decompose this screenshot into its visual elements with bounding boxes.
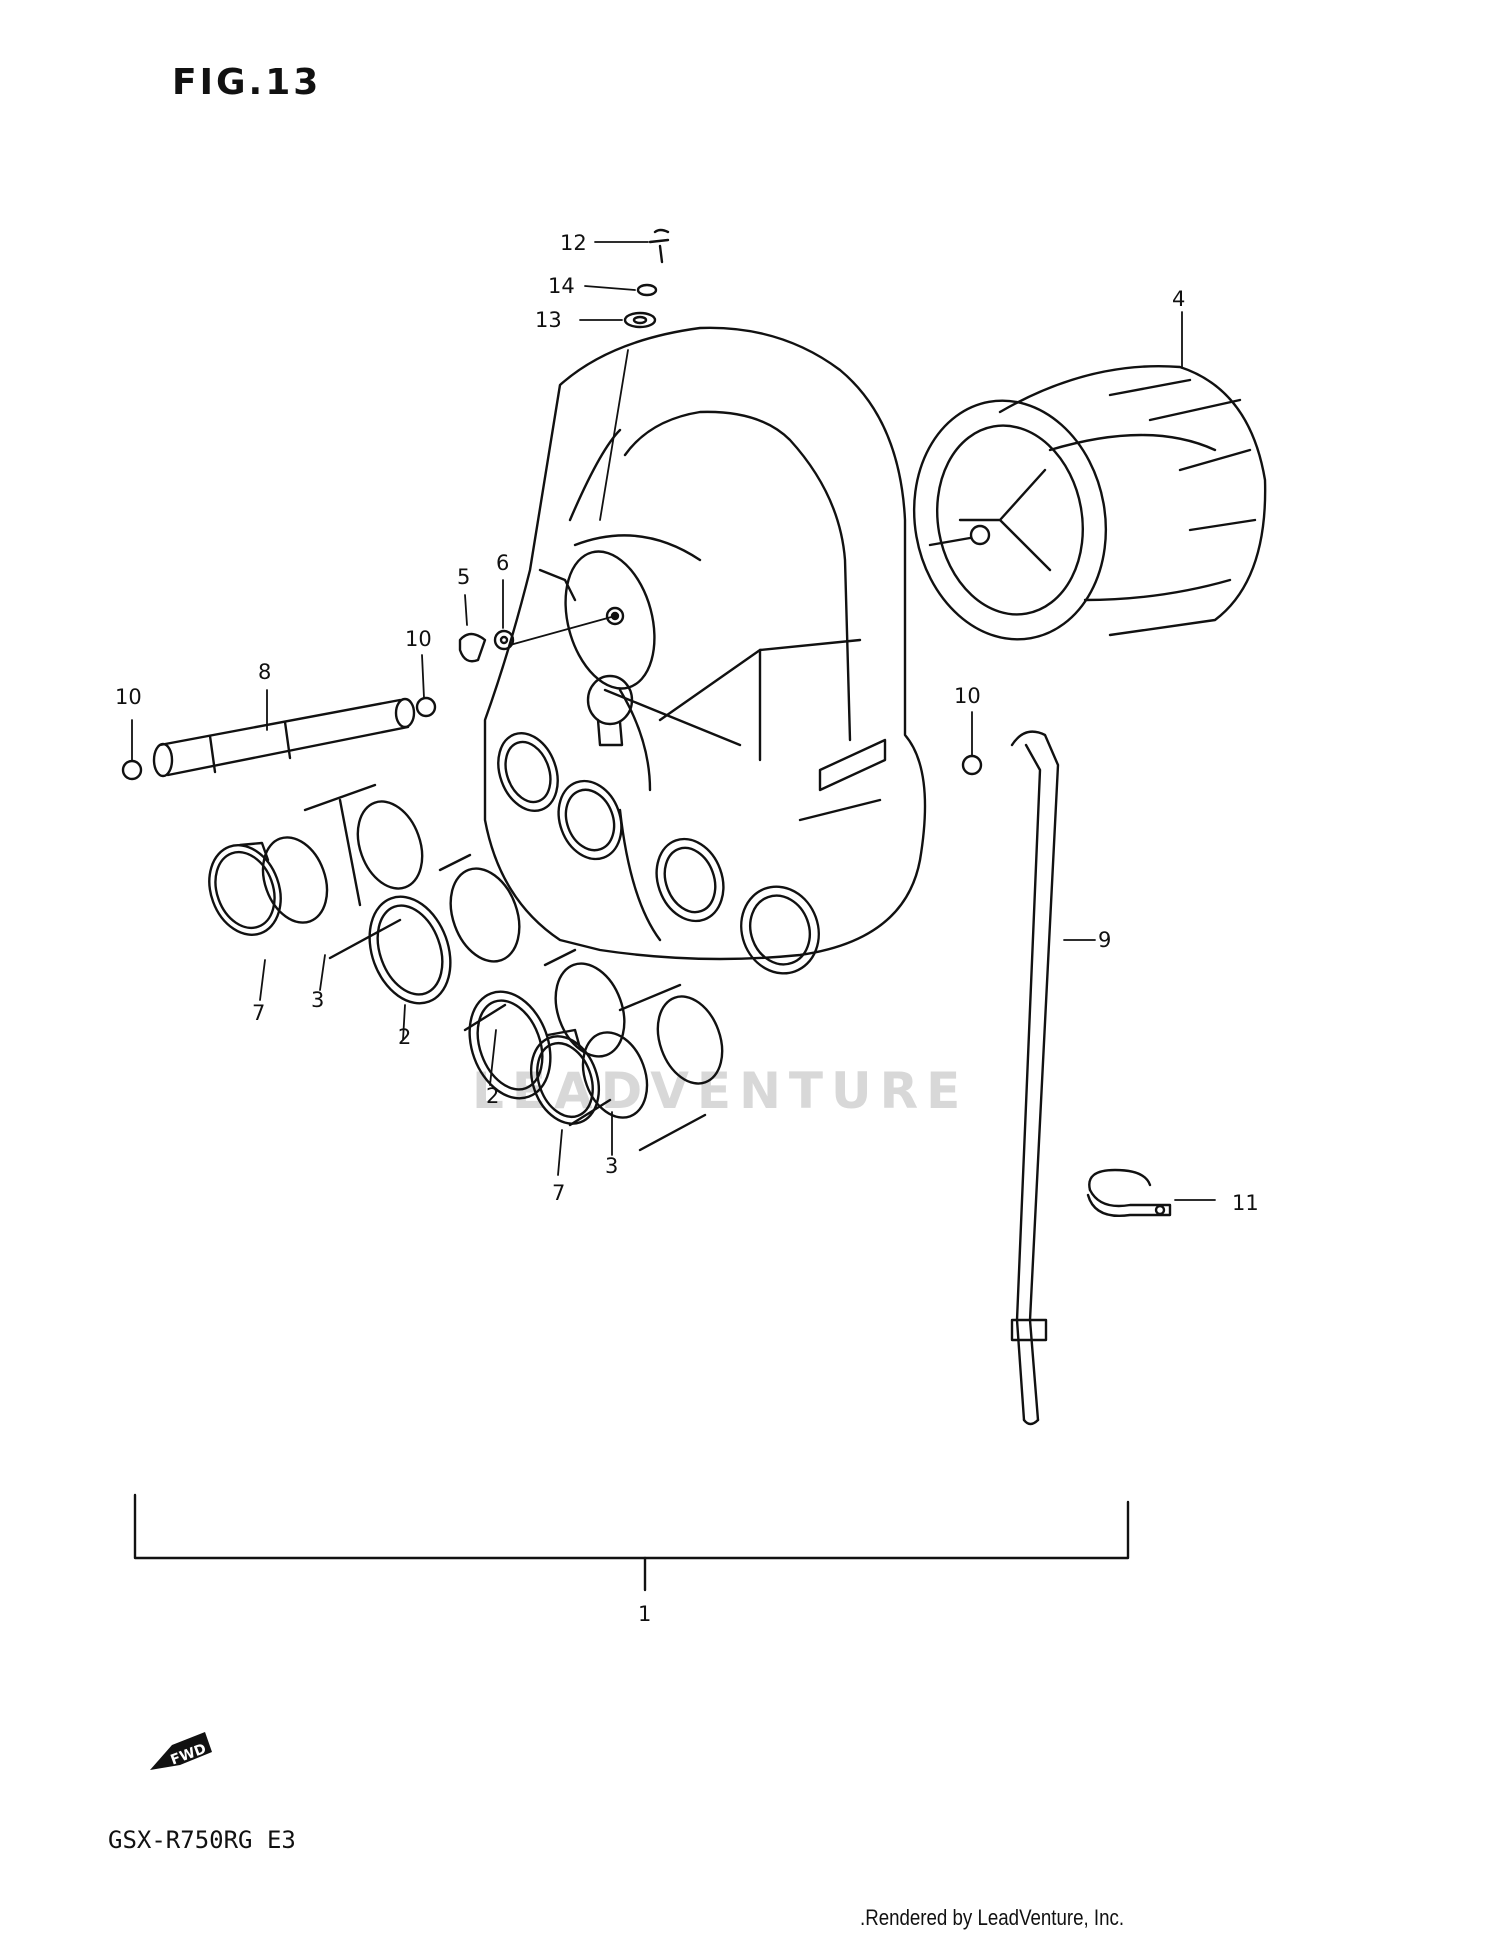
callout-12: 12 — [560, 231, 587, 255]
callout-labels: 12 14 13 4 5 6 10 8 10 10 9 11 7 3 2 2 7… — [115, 231, 1259, 1626]
fasteners — [458, 228, 670, 663]
callout-6: 6 — [496, 551, 509, 575]
callout-14: 14 — [548, 274, 575, 298]
callout-3-left: 3 — [311, 988, 324, 1012]
callout-2-upper: 2 — [398, 1025, 411, 1049]
callout-7-left: 7 — [252, 1001, 265, 1025]
callout-2-lower: 2 — [486, 1084, 499, 1108]
callout-5: 5 — [457, 565, 470, 589]
callout-10-right: 10 — [954, 684, 981, 708]
breather-pipe — [152, 697, 416, 778]
callout-13: 13 — [535, 308, 562, 332]
intake-boots — [208, 783, 724, 1152]
callout-1: 1 — [638, 1602, 651, 1626]
callout-11: 11 — [1232, 1191, 1259, 1215]
hose-bracket — [1086, 1168, 1172, 1217]
callout-3-right: 3 — [605, 1154, 618, 1178]
assembly-bracket — [133, 1493, 1130, 1592]
callout-8: 8 — [258, 660, 271, 684]
callout-10-left: 10 — [115, 685, 142, 709]
drain-hose — [1010, 730, 1060, 1426]
air-cleaner-box — [483, 326, 927, 975]
figure-title: FIG.13 — [172, 62, 322, 103]
callout-7-right: 7 — [552, 1181, 565, 1205]
forward-arrow-icon: FWD — [150, 1732, 212, 1770]
callout-10-middle: 10 — [405, 627, 432, 651]
callout-4: 4 — [1172, 287, 1185, 311]
callout-9: 9 — [1098, 928, 1111, 952]
hose-clamps — [121, 696, 983, 781]
model-code: GSX-R750RG E3 — [108, 1826, 296, 1854]
air-filter-element — [912, 365, 1267, 641]
leader-lines — [131, 241, 1216, 1201]
render-credit: .Rendered by LeadVenture, Inc. — [860, 1905, 1125, 1930]
